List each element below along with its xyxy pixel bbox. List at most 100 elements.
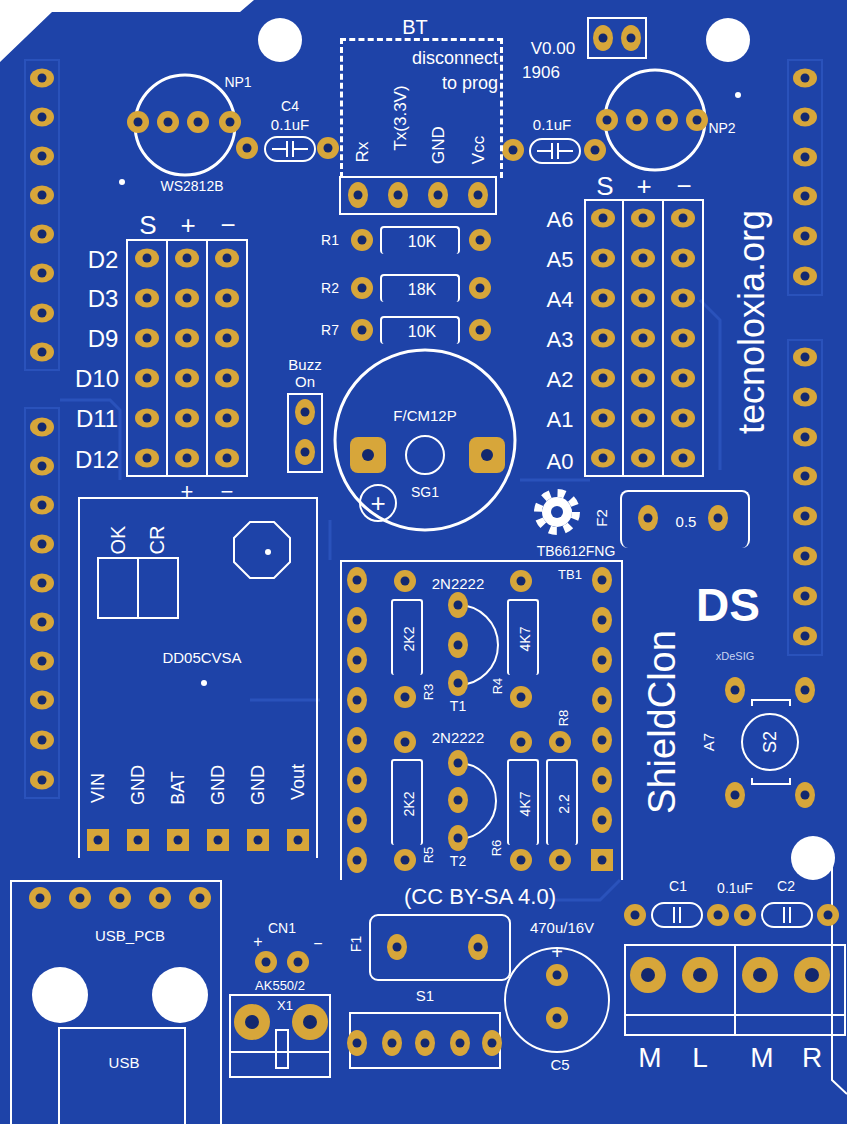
buzzer-footprint-part bbox=[481, 449, 493, 461]
digital-pin-grid-part bbox=[135, 369, 159, 388]
analog-pin-grid-part bbox=[591, 449, 615, 468]
motor-terminal-blocks-part bbox=[625, 1014, 845, 1016]
driver-socket-pads-part bbox=[549, 849, 571, 871]
driver-socket: TB6612FNGTB12K24K72K24K72.2 bbox=[340, 560, 623, 880]
analog-pin-grid-part bbox=[671, 209, 695, 228]
oshw-gear-logo-part bbox=[538, 493, 576, 531]
arduino-headers-part bbox=[30, 731, 54, 750]
resistor-body: 18K bbox=[380, 274, 460, 302]
usb-connector-outline: USB bbox=[58, 1027, 186, 1124]
resistor-body: 4K7 bbox=[507, 599, 539, 675]
buzzer-footprint-part bbox=[350, 437, 386, 473]
silkscreen-label: + bbox=[181, 481, 194, 503]
digital-pin-grid-part bbox=[135, 409, 159, 428]
silkscreen-label: NP2 bbox=[708, 121, 735, 135]
part-value: 2.2 bbox=[557, 794, 571, 813]
capacitor-symbols-part bbox=[762, 903, 812, 927]
regulator-module-details-part bbox=[167, 829, 189, 851]
digital-pin-grid-part bbox=[175, 329, 199, 348]
silkscreen-label: − bbox=[676, 173, 691, 199]
transistor-footprints bbox=[448, 592, 498, 851]
silkscreen-label: D12 bbox=[75, 448, 119, 472]
pushbutton-footprint-part bbox=[795, 677, 815, 703]
resistor-body: 10K bbox=[380, 316, 460, 344]
analog-pin-grid-part bbox=[631, 209, 655, 228]
buzzer-footprint-part bbox=[406, 436, 444, 474]
buzzer-jumper bbox=[288, 394, 322, 472]
power-connectors-part bbox=[287, 951, 309, 973]
driver-socket-pads-part bbox=[549, 731, 571, 753]
silkscreen-label: C4 bbox=[281, 99, 299, 113]
silkscreen-label: R4 bbox=[491, 678, 504, 695]
arduino-headers-part bbox=[30, 652, 54, 671]
mounting-holes bbox=[119, 18, 835, 880]
power-connectors-part bbox=[230, 995, 330, 1077]
capacitor-symbols-part bbox=[530, 139, 580, 163]
silkscreen-label: SG1 bbox=[411, 485, 439, 499]
motor-terminal-blocks-part bbox=[794, 957, 830, 993]
silkscreen-label: Buzz On bbox=[285, 357, 325, 390]
motor-terminal-blocks-part bbox=[682, 957, 718, 993]
digital-pin-grid-part bbox=[215, 409, 239, 428]
analog-pin-grid-part bbox=[591, 409, 615, 428]
driver-socket-pads-part bbox=[347, 847, 367, 873]
copper-traces-part bbox=[520, 479, 590, 482]
resistor-pads-part bbox=[469, 319, 491, 341]
driver-socket-pads-part bbox=[394, 686, 416, 708]
silkscreen-label: F2 bbox=[594, 509, 609, 527]
analog-pin-grid-part bbox=[591, 249, 615, 268]
regulator-module-details-part bbox=[207, 829, 229, 851]
analog-pin-grid-part bbox=[671, 449, 695, 468]
motor-terminal-blocks-part bbox=[735, 945, 845, 1035]
arduino-headers-part bbox=[793, 187, 817, 206]
power-connectors-part bbox=[276, 1030, 288, 1068]
power-connectors-part bbox=[255, 951, 277, 973]
driver-socket-pads-part bbox=[347, 687, 367, 713]
driver-socket-pads-part bbox=[347, 767, 367, 793]
silkscreen-label: + bbox=[636, 173, 651, 199]
led-footprints-part bbox=[157, 111, 179, 133]
part-value: disconnect to prog bbox=[398, 46, 498, 96]
led-footprints-part bbox=[127, 111, 149, 133]
driver-socket-pads-part bbox=[592, 727, 612, 753]
arduino-headers-part bbox=[30, 771, 54, 790]
fuse-pads-part bbox=[468, 934, 488, 960]
driver-socket-pads-part bbox=[592, 807, 612, 833]
silkscreen-label: (CC BY-SA 4.0) bbox=[404, 886, 556, 908]
digital-pin-grid-part bbox=[175, 289, 199, 308]
arduino-headers-part bbox=[793, 348, 817, 367]
silkscreen-label: T1 bbox=[450, 699, 466, 713]
arduino-headers-part bbox=[793, 627, 817, 646]
power-switch-part bbox=[450, 1030, 470, 1056]
electrolytic-capacitor-part bbox=[546, 964, 568, 986]
transistor-footprints-part bbox=[448, 750, 468, 776]
motor-terminal-blocks-part bbox=[742, 957, 778, 993]
digital-pin-grid-part bbox=[215, 329, 239, 348]
silkscreen-label: A7 bbox=[701, 733, 716, 751]
usb-footprint-part bbox=[152, 967, 208, 1023]
arduino-headers-part bbox=[793, 587, 817, 606]
usb-footprint-part bbox=[149, 887, 171, 909]
capacitor-pads-part bbox=[236, 137, 258, 159]
silkscreen-label: V0.00 bbox=[531, 40, 575, 57]
silkscreen-label: C2 bbox=[777, 879, 795, 893]
pushbutton-footprint-part bbox=[752, 778, 790, 784]
silkscreen-label: + bbox=[253, 934, 262, 950]
regulator-module-details-part bbox=[287, 829, 309, 851]
part-value: 2K2 bbox=[402, 627, 416, 652]
silkscreen-label: ShieldClon bbox=[643, 630, 681, 814]
digital-pin-grid-part bbox=[135, 329, 159, 348]
silkscreen-label: S2 bbox=[761, 731, 779, 753]
silkscreen-label: + bbox=[370, 490, 385, 516]
digital-pin-grid-part bbox=[175, 409, 199, 428]
led-footprints-part bbox=[656, 109, 678, 131]
oshw-gear-logo-part bbox=[551, 506, 563, 518]
silkscreen-label: D3 bbox=[88, 287, 119, 311]
pushbutton-footprint bbox=[725, 677, 815, 808]
fuse-pads-part bbox=[387, 934, 407, 960]
power-connectors-part bbox=[230, 1051, 330, 1053]
silkscreen-label: R2 bbox=[321, 281, 339, 295]
top-jumper-part bbox=[621, 25, 641, 51]
